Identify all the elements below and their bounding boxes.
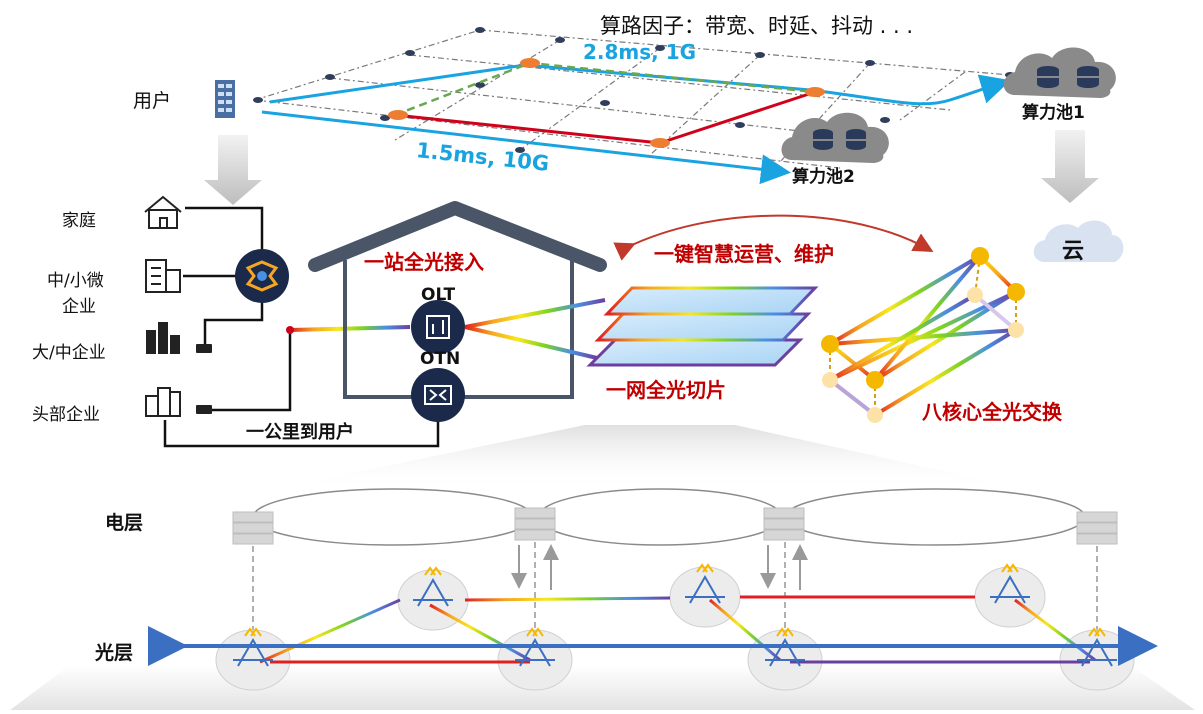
olt-label: OLT — [421, 285, 456, 305]
one-stop-access-label: 一站全光接入 — [364, 250, 484, 274]
electric-node-4 — [1076, 511, 1118, 545]
home-icon — [144, 195, 182, 229]
head-enterprise-icon — [145, 387, 181, 417]
optical-layer-label: 光层 — [95, 642, 134, 664]
user-label: 用户 — [133, 90, 172, 112]
cloud-icon — [1033, 220, 1124, 262]
optical-slices — [586, 286, 819, 367]
layer-connectors — [252, 542, 1098, 632]
large-enterprise-icon — [146, 322, 180, 354]
light-beam — [270, 425, 1030, 490]
down-arrow-left — [204, 135, 262, 205]
compute-pool-2-label: 算力池2 — [792, 167, 855, 187]
last-mile-label: 一公里到用户 — [246, 422, 354, 443]
access-hub-icon — [235, 249, 289, 303]
path-high-latency — [269, 63, 1011, 106]
compute-pool-2-icon — [781, 112, 889, 163]
core-cube-lines — [828, 254, 1018, 417]
cpe-devices — [196, 344, 212, 414]
down-arrow-right — [1041, 130, 1099, 203]
path-high-label: 2.8ms, 1G — [583, 40, 697, 64]
routing-factors-text: 算路因子：带宽、时延、抖动 . . . — [600, 14, 914, 38]
olt-device-icon — [411, 300, 465, 354]
electric-node-1 — [232, 511, 274, 545]
top-mesh — [254, 29, 1011, 169]
path-low-latency — [261, 110, 791, 185]
mesh-nodes — [253, 27, 1015, 153]
olt-fanout — [464, 298, 606, 360]
compute-pool-1-label: 算力池1 — [1022, 103, 1085, 123]
slicing-label: 一网全光切片 — [606, 378, 726, 402]
electric-rings — [252, 488, 1086, 546]
head-enterprise-label: 头部企业 — [32, 405, 100, 425]
olt-feed — [289, 325, 411, 332]
updown-arrows — [511, 544, 808, 590]
feed-point — [286, 326, 294, 334]
core-nodes — [821, 247, 1025, 423]
orange-nodes — [388, 58, 825, 148]
ops-arc — [613, 214, 934, 261]
sme-label-line1: 中/小微 — [47, 271, 104, 291]
electric-node-2 — [514, 507, 556, 541]
layer-floor — [10, 665, 1195, 710]
ops-label: 一键智慧运营、维护 — [654, 242, 834, 266]
compute-pool-1-icon — [1003, 47, 1116, 98]
access-lines — [163, 206, 440, 448]
large-enterprise-label: 大/中企业 — [32, 343, 106, 363]
roadm-glyphs — [233, 563, 1117, 667]
otn-device-icon — [411, 368, 465, 422]
user-building-icon — [215, 80, 235, 118]
electric-node-3 — [763, 507, 805, 541]
electric-layer-label: 电层 — [105, 512, 144, 534]
sme-label-line2: 企业 — [62, 297, 96, 317]
home-label: 家庭 — [62, 211, 96, 231]
sme-building-icon — [145, 259, 181, 293]
cloud-label: 云 — [1062, 239, 1085, 264]
core-switch-label: 八核心全光交换 — [922, 400, 1062, 424]
otn-label: OTN — [420, 349, 461, 369]
